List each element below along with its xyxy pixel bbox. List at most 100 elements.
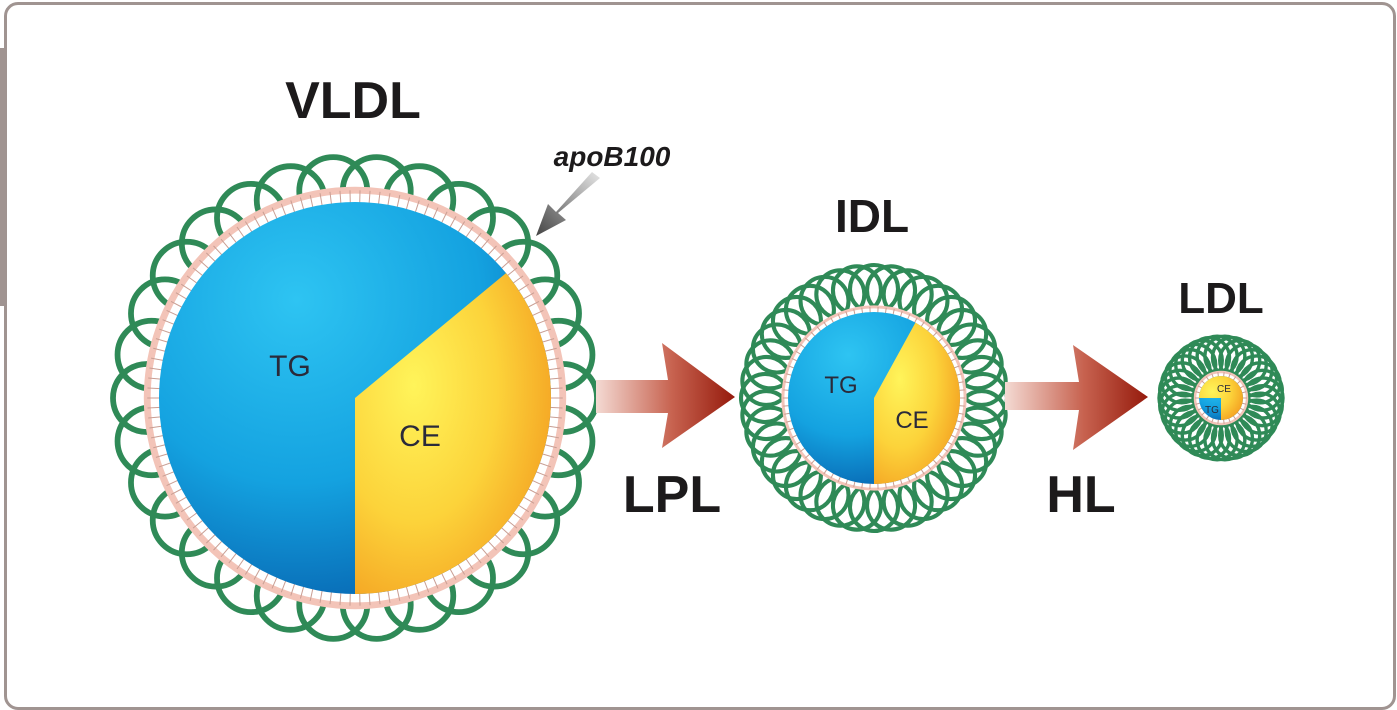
phospholipid-tail xyxy=(958,389,965,391)
phospholipid-tail xyxy=(170,301,183,308)
phospholipid-tail xyxy=(155,338,169,343)
phospholipid-tail xyxy=(271,207,278,220)
phospholipid-tail xyxy=(378,191,381,205)
phospholipid-tail xyxy=(309,588,314,601)
hl-arrow xyxy=(1005,345,1148,450)
phospholipid-tail xyxy=(926,464,932,470)
phospholipid-tail xyxy=(937,453,943,459)
ce-label: CE xyxy=(1217,384,1231,395)
phospholipid-tail xyxy=(957,381,964,384)
phospholipid-tail xyxy=(151,357,164,362)
phospholipid-tail xyxy=(953,365,960,369)
phospholipid-tail xyxy=(955,420,963,423)
phospholipid-tail xyxy=(544,347,557,352)
phospholipid-tail xyxy=(830,472,835,479)
phospholipid-tail xyxy=(162,471,175,477)
phospholipid-tail xyxy=(387,193,391,206)
phospholipid-tail xyxy=(853,480,856,487)
phospholipid-tail xyxy=(816,326,822,332)
phospholipid-tail xyxy=(785,373,793,376)
phospholipid-tail xyxy=(205,533,216,544)
phospholipid-tail xyxy=(788,427,795,431)
phospholipid-tail xyxy=(494,533,505,544)
phospholipid-tail xyxy=(147,387,161,390)
phospholipid-tail xyxy=(158,328,172,334)
phospholipid-tail xyxy=(795,441,802,446)
phospholipid-tail xyxy=(538,328,552,334)
phospholipid-tail xyxy=(228,552,238,564)
phospholipid-tail xyxy=(378,591,381,605)
phospholipid-tail xyxy=(153,444,166,449)
phospholipid-tail xyxy=(457,221,466,233)
phospholipid-tail xyxy=(795,350,802,355)
phospholipid-tail xyxy=(180,504,193,513)
phospholipid-tail xyxy=(329,191,332,205)
phospholipid-tail xyxy=(955,373,963,376)
phospholipid-tail xyxy=(319,193,323,206)
ce-wedge xyxy=(355,273,552,594)
phospholipid-tail xyxy=(480,546,490,558)
phospholipid-tail xyxy=(899,311,903,318)
phospholipid-tail xyxy=(280,580,287,593)
phospholipid-tail xyxy=(149,367,163,371)
phospholipid-tail xyxy=(465,226,474,238)
phospholipid-tail xyxy=(180,283,193,292)
phospholipid-tail xyxy=(236,558,245,570)
phospholipid-tail xyxy=(244,563,253,575)
phospholipid-tail xyxy=(339,592,342,606)
phospholipid-tail xyxy=(262,211,270,224)
phospholipid-tail xyxy=(506,267,518,277)
phospholipid-tail xyxy=(805,337,811,343)
phospholipid-tail xyxy=(480,238,490,250)
phospholipid-tail xyxy=(845,311,849,318)
phospholipid-tail xyxy=(228,232,238,244)
phospholipid-tail xyxy=(861,307,864,314)
phospholipid-tail xyxy=(440,211,448,224)
phospholipid-tail xyxy=(487,245,497,256)
phospholipid-tail xyxy=(522,292,535,300)
phospholipid-tail xyxy=(148,377,161,380)
phospholipid-tail xyxy=(946,350,953,355)
phospholipid-tail xyxy=(405,197,411,210)
phospholipid-tail xyxy=(845,478,849,485)
phospholipid-tail xyxy=(957,412,964,415)
phospholipid-tail xyxy=(549,406,563,409)
apob100-label: apoB100 xyxy=(554,141,671,172)
phospholipid-tail xyxy=(472,552,482,564)
phospholipid-tail xyxy=(309,195,314,208)
phospholipid-tail xyxy=(942,447,949,452)
apob-loop xyxy=(1230,348,1274,392)
phospholipid-tail xyxy=(783,405,790,407)
ce-label: CE xyxy=(399,420,441,453)
phospholipid-tail xyxy=(892,309,895,316)
phospholipid-tail xyxy=(414,200,420,213)
phospholipid-tail xyxy=(158,462,172,468)
phospholipid-tail xyxy=(932,459,938,465)
phospholipid-tail xyxy=(271,576,278,589)
phospholipid-tail xyxy=(147,406,161,409)
phospholipid-tail xyxy=(244,221,253,233)
phospholipid-tail xyxy=(541,338,555,343)
phospholipid-tail xyxy=(531,309,544,317)
phospholipid-tail xyxy=(253,216,261,228)
phospholipid-tail xyxy=(958,405,965,407)
phospholipid-tail xyxy=(527,488,540,495)
phospholipid-tail xyxy=(368,592,371,606)
ldl-label: LDL xyxy=(1178,274,1264,323)
phospholipid-tail xyxy=(884,482,887,489)
phospholipid-tail xyxy=(148,416,161,419)
phospholipid-tail xyxy=(544,444,557,449)
ce-wedge xyxy=(874,322,960,484)
phospholipid-tail xyxy=(950,434,957,439)
phospholipid-tail xyxy=(329,591,332,605)
phospholipid-tail xyxy=(791,434,798,439)
phospholipid-tail xyxy=(538,462,552,468)
phospholipid-tail xyxy=(299,586,305,599)
phospholipid-tail xyxy=(213,245,223,256)
phospholipid-tail xyxy=(926,326,932,332)
phospholipid-tail xyxy=(906,313,911,321)
phospholipid-tail xyxy=(823,321,828,328)
phospholipid-tail xyxy=(199,259,210,270)
